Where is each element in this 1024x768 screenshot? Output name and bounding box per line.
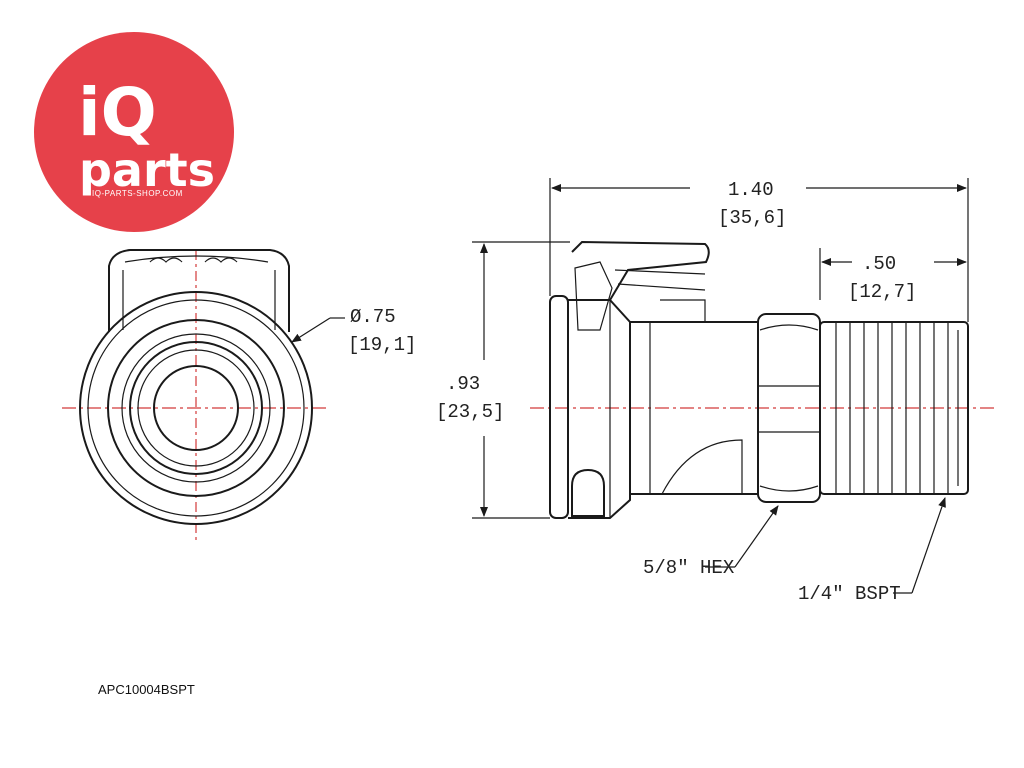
thread-length-inch-label: .50 (862, 253, 896, 275)
part-code-label: APC10004BSPT (98, 682, 195, 697)
thread-callout-label: 1/4" BSPT (798, 583, 901, 605)
logo-parts-text: parts (79, 143, 215, 197)
logo-iq-text: iQ (78, 74, 157, 151)
iq-parts-logo: iQ parts IQ-PARTS-SHOP.COM (34, 32, 234, 232)
height-mm-label: [23,5] (436, 401, 504, 423)
logo-url-text: IQ-PARTS-SHOP.COM (92, 189, 183, 198)
hex-callout: 5/8" HEX (643, 505, 779, 579)
thread-length-dimension: .50 [12,7] (819, 248, 967, 303)
diameter-inch-label: Ø.75 (350, 306, 396, 328)
height-inch-label: .93 (446, 373, 480, 395)
diameter-mm-label: [19,1] (348, 334, 416, 356)
thread-callout: 1/4" BSPT (798, 497, 946, 605)
hex-callout-label: 5/8" HEX (643, 557, 735, 579)
overall-length-mm-label: [35,6] (718, 207, 786, 229)
overall-length-inch-label: 1.40 (728, 179, 774, 201)
front-view (62, 249, 330, 540)
diameter-callout: Ø.75 [19,1] (291, 306, 416, 356)
overall-length-dimension: 1.40 [35,6] (549, 178, 969, 322)
height-dimension: .93 [23,5] (436, 241, 570, 519)
thread-length-mm-label: [12,7] (848, 281, 916, 303)
side-view (530, 240, 995, 519)
